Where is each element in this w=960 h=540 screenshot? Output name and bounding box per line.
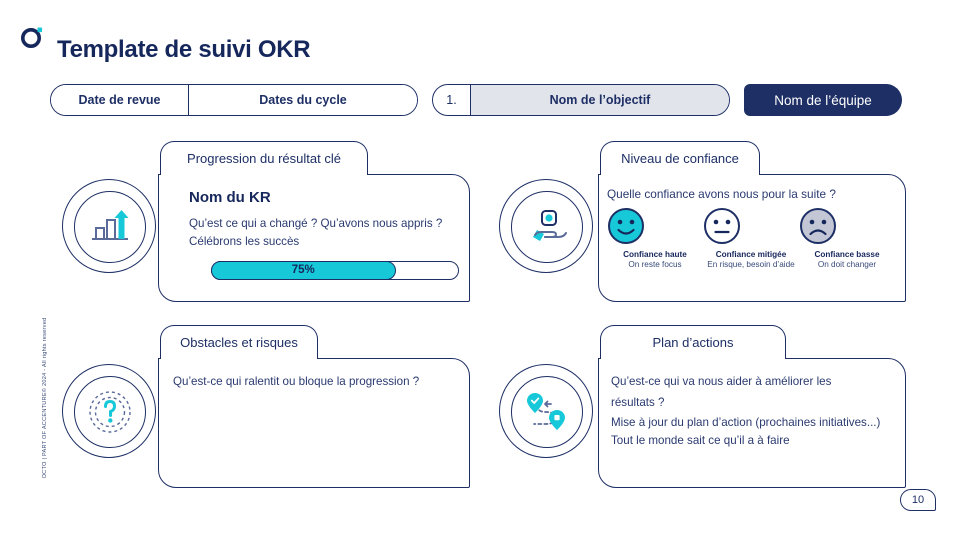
route-map-pins-icon — [511, 376, 583, 448]
confidence-tab[interactable]: Niveau de confiance — [600, 141, 760, 175]
kr-progress-fill: 75% — [211, 260, 396, 280]
team-name-pill[interactable]: Nom de l’équipe — [744, 84, 902, 116]
date-review-cell[interactable]: Date de revue — [51, 85, 189, 115]
octo-logo-icon — [20, 24, 46, 50]
action-plan-line-4: Tout le monde sait ce qu’il a à faire — [611, 433, 790, 447]
objective-number-cell[interactable]: 1. — [433, 85, 471, 115]
kr-line-2: Célébrons les succès — [189, 234, 300, 248]
action-plan-line-3: Mise à jour du plan d’action (prochaines… — [611, 415, 881, 429]
bar-chart-growth-icon — [74, 191, 146, 263]
confidence-medium-subtitle: En risque, besoin d’aide — [707, 260, 795, 270]
key-result-icon-circle — [62, 179, 156, 273]
page-number-badge: 10 — [900, 489, 936, 511]
confidence-low-title: Confiance basse — [814, 250, 880, 259]
objective-name-cell[interactable]: Nom de l’objectif — [471, 85, 729, 115]
kr-line-1: Qu’est ce qui a changé ? Qu’avons nous a… — [189, 217, 443, 230]
copyright-text: OCTO | PART OF ACCENTURE© 2024 - All rig… — [42, 317, 48, 479]
key-result-card: Nom du KR Qu’est ce qui a changé ? Qu’av… — [158, 174, 470, 302]
action-plan-line-1: Qu’est-ce qui va nous aider à améliorer … — [611, 375, 832, 388]
confidence-level-high[interactable]: Confiance haute On reste focus — [607, 207, 703, 271]
kr-title: Nom du KR — [189, 189, 271, 206]
key-result-content: Nom du KR Qu’est ce qui a changé ? Qu’av… — [159, 175, 469, 301]
confidence-levels-row: Confiance haute On reste focus — [607, 207, 895, 271]
page-title: Template de suivi OKR — [57, 36, 311, 63]
objective-pill-group[interactable]: 1. Nom de l’objectif — [432, 84, 730, 116]
confidence-low-subtitle: On doit changer — [817, 260, 877, 270]
confidence-high-title: Confiance haute — [623, 250, 687, 259]
confidence-content: Quelle confiance avons nous pour la suit… — [599, 175, 905, 301]
obstacles-content: Qu’est-ce qui ralentit ou bloque la prog… — [159, 359, 469, 487]
kr-progress-bar[interactable]: 75% — [211, 260, 459, 280]
kr-progress-label: 75% — [291, 264, 315, 277]
hand-holding-gem-icon — [511, 191, 583, 263]
action-plan-tab[interactable]: Plan d’actions — [600, 325, 786, 359]
question-mark-radar-icon — [74, 376, 146, 448]
obstacles-line-1: Qu’est-ce qui ralentit ou bloque la prog… — [173, 375, 420, 388]
dates-pill-group[interactable]: Date de revue Dates du cycle — [50, 84, 418, 116]
action-plan-card[interactable]: Qu’est-ce qui va nous aider à améliorer … — [598, 358, 906, 488]
confidence-high-subtitle: On reste focus — [628, 260, 682, 270]
action-plan-icon-circle — [499, 364, 593, 458]
action-plan-line-2: résultats ? — [611, 396, 665, 410]
confidence-icon-circle — [499, 179, 593, 273]
happy-face-icon — [607, 207, 703, 245]
obstacles-tab[interactable]: Obstacles et risques — [160, 325, 318, 359]
confidence-card: Quelle confiance avons nous pour la suit… — [598, 174, 906, 302]
cycle-dates-cell[interactable]: Dates du cycle — [189, 85, 417, 115]
obstacles-card[interactable]: Qu’est-ce qui ralentit ou bloque la prog… — [158, 358, 470, 488]
confidence-medium-title: Confiance mitigée — [715, 250, 787, 259]
sad-face-icon — [799, 207, 895, 245]
confidence-level-medium[interactable]: Confiance mitigée En risque, besoin d’ai… — [703, 207, 799, 271]
neutral-face-icon — [703, 207, 799, 245]
obstacles-icon-circle — [62, 364, 156, 458]
confidence-question: Quelle confiance avons nous pour la suit… — [607, 187, 836, 201]
confidence-level-low[interactable]: Confiance basse On doit changer — [799, 207, 895, 271]
key-result-tab[interactable]: Progression du résultat clé — [160, 141, 368, 175]
action-plan-content: Qu’est-ce qui va nous aider à améliorer … — [599, 359, 905, 487]
